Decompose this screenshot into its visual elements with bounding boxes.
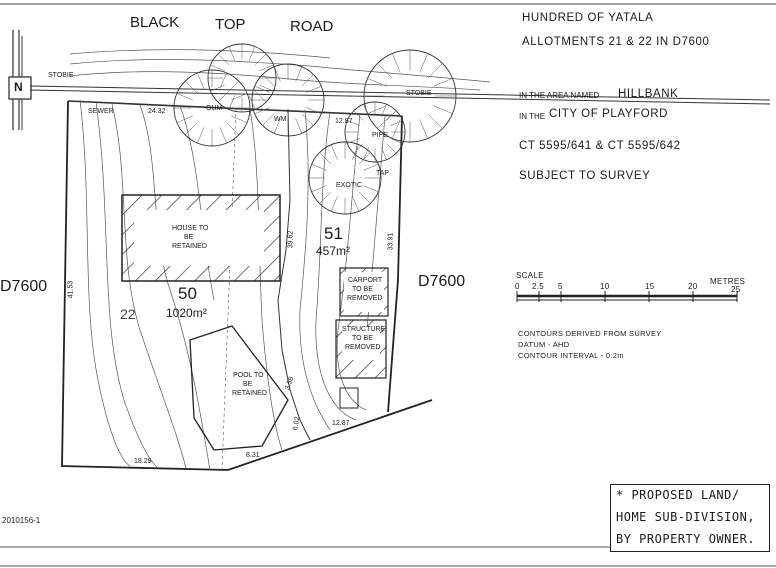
lot-divider-line (277, 108, 311, 441)
contours-note-line-1: CONTOURS DERIVED FROM SURVEY (518, 329, 662, 338)
header-hundred: HUNDRED OF YATALA (522, 12, 654, 24)
scale-tick-6: 25 (731, 285, 741, 294)
road-name-word-2: TOP (215, 16, 246, 33)
structure-label-1: STRUCTURE (342, 326, 386, 333)
header-area-name: HILLBANK (618, 88, 679, 100)
gum-label: GUM (206, 105, 223, 112)
reference-number: 2010156-1 (2, 516, 41, 525)
small-structure (339, 387, 359, 409)
neighbour-right-label: D7600 (418, 273, 466, 290)
structure-label-3: REMOVED (345, 344, 381, 351)
dimension-2: 12.87 (335, 118, 353, 125)
exotic-label: EXOTIC (336, 182, 363, 189)
contours-note-line-2: DATUM - AHD (518, 340, 570, 349)
header-area-prefix: IN THE AREA NAMED (519, 91, 600, 100)
header-allotments: ALLOTMENTS 21 & 22 IN D7600 (522, 36, 710, 48)
handwritten-note-line-2: HOME SUB-DIVISION, (616, 510, 756, 524)
road-boundary-lines (29, 85, 771, 117)
header-city-name: CITY OF PLAYFORD (549, 108, 669, 120)
sewer-label: SEWER (88, 108, 114, 115)
carport-label-1: CARPORT (348, 277, 383, 284)
dimension-9: 12.87 (332, 420, 350, 427)
north-label: N (14, 80, 23, 94)
wm-label: WM (274, 116, 287, 123)
handwritten-note-line-3: BY PROPERTY OWNER. (616, 532, 756, 546)
dimension-4: 33.91 (387, 232, 395, 251)
scale-tick-4: 15 (645, 282, 655, 291)
stobie-left-label: STOBIE (48, 72, 74, 79)
lot-51-area: 457m² (316, 244, 351, 258)
scale-tick-5: 20 (688, 282, 698, 291)
centre-dashed-line (221, 107, 237, 471)
road-name-word-3: ROAD (290, 18, 334, 35)
carport-label-3: REMOVED (347, 295, 383, 302)
header-survey: SUBJECT TO SURVEY (519, 170, 651, 182)
scale-label: SCALE (516, 271, 544, 280)
header-city-prefix: IN THE (519, 112, 546, 121)
lot-50-area: 1020m² (166, 306, 207, 320)
pool-label-1: POOL TO (233, 372, 264, 379)
house-label-2: BE (184, 234, 194, 241)
dimension-3: 39.62 (287, 230, 295, 249)
lot-boundary (61, 100, 433, 471)
neighbour-left-label: D7600 (0, 278, 48, 295)
contour-lines (69, 49, 491, 471)
house-label-3: RETAINED (172, 243, 207, 250)
dimension-1: 24.32 (148, 108, 166, 115)
handwritten-note-line-1: * PROPOSED LAND/ (616, 488, 740, 502)
dimension-7: 8.31 (246, 452, 260, 459)
stobie-right-label: STOBIE (406, 90, 432, 97)
scale-bar (516, 291, 738, 302)
road-name-word-1: BLACK (130, 14, 180, 31)
structure-label-2: TO BE (352, 335, 373, 342)
handwritten-note-box (610, 484, 770, 552)
north-arrow-icon (8, 30, 32, 130)
tree-spokes (174, 44, 456, 214)
contours-note-line-3: CONTOUR INTERVAL - 0.2m (518, 351, 624, 360)
scale-tick-3: 10 (600, 282, 610, 291)
tap-label: TAP (376, 170, 390, 177)
pool-outline (189, 325, 289, 451)
pool-label-2: BE (243, 381, 253, 388)
header-ct: CT 5595/641 & CT 5595/642 (519, 140, 681, 152)
scale-tick-1: 2.5 (532, 282, 545, 291)
pool-label-3: RETAINED (232, 390, 267, 397)
lot-50-number: 50 (178, 284, 197, 303)
house-label-1: HOUSE TO (172, 225, 209, 232)
dimension-6: 18.29 (134, 458, 152, 465)
pipe-label: PIPE (372, 132, 388, 139)
tree-canopies (173, 43, 457, 215)
lot-51-number: 51 (324, 224, 343, 243)
carport-label-2: TO BE (352, 286, 373, 293)
dimension-5: 41.53 (67, 280, 75, 299)
scale-units: METRES (710, 277, 746, 286)
contour-value-label: 22 (120, 306, 136, 322)
house-inner (134, 210, 264, 266)
scale-tick-2: 5 (558, 282, 563, 291)
scale-tick-0: 0 (515, 282, 520, 291)
